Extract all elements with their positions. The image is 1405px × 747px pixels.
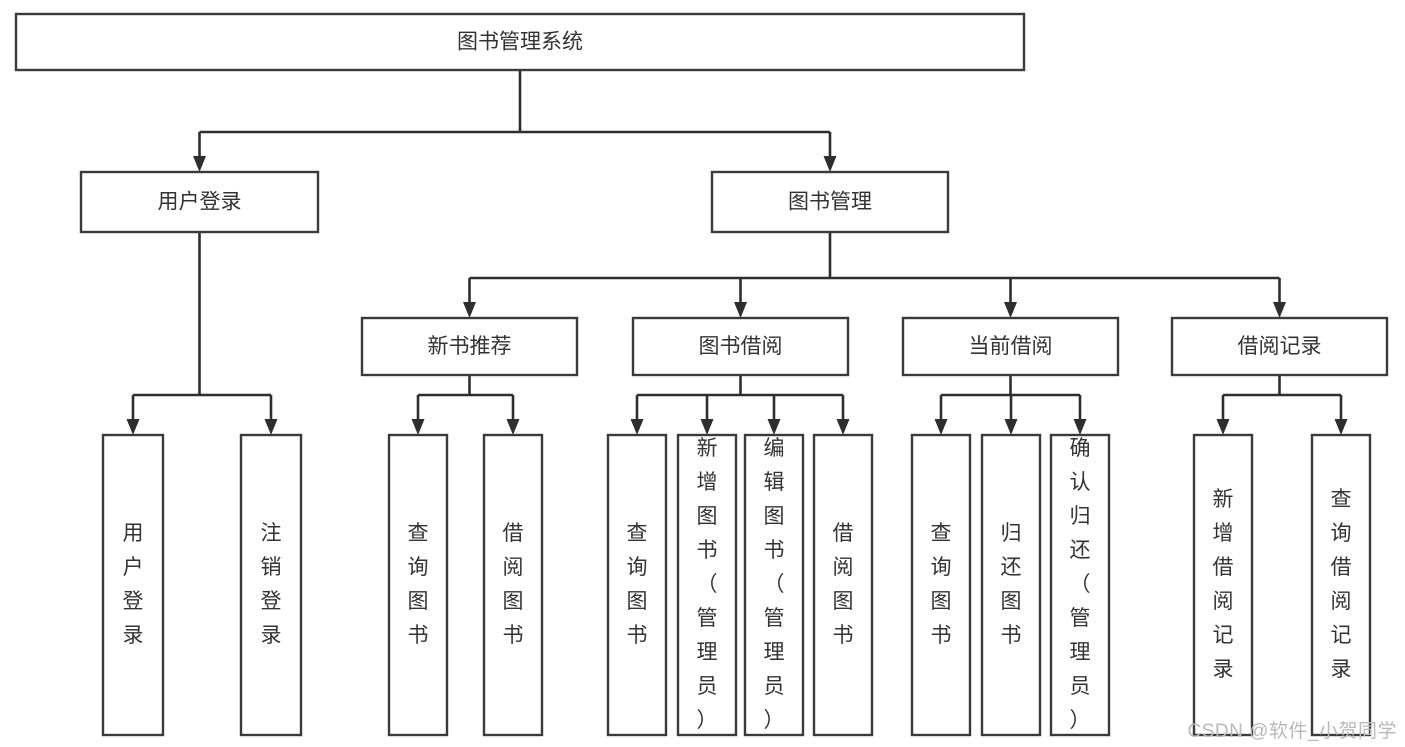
arrow-head [836, 419, 850, 435]
node-box [1192, 433, 1254, 737]
node-leaf-borrow-book-2[interactable]: 借阅图书 [812, 433, 874, 737]
node-label: 查询图书 [931, 522, 952, 647]
node-label: 用户登录 [123, 522, 144, 647]
node-leaf-borrow-book-1[interactable]: 借阅图书 [482, 433, 544, 737]
node-current-borrow[interactable]: 当前借阅 [901, 316, 1120, 377]
arrow-head [463, 302, 476, 318]
arrow-head [1004, 419, 1018, 435]
node-label: 图书借阅 [699, 335, 783, 358]
node-box [676, 433, 738, 737]
node-label: 新书推荐 [428, 335, 512, 358]
arrow-head [1004, 302, 1017, 318]
arrow-head [1273, 302, 1286, 318]
arrow-head [630, 419, 644, 435]
node-box [79, 170, 320, 234]
arrow-head [767, 419, 781, 435]
node-box [14, 12, 1026, 72]
node-box [1310, 433, 1372, 737]
node-box [743, 433, 805, 737]
node-label: 用户登录 [158, 191, 242, 214]
node-label: 当前借阅 [969, 335, 1053, 358]
node-label: 图书管理系统 [457, 31, 583, 54]
node-label: 新增图书（管理员） [697, 437, 718, 732]
node-label: 编辑图书（管理员） [764, 437, 785, 732]
arrow-head [193, 156, 206, 172]
node-leaf-query-book-1[interactable]: 查询图书 [387, 433, 449, 737]
arrow-head [734, 302, 747, 318]
node-user-login[interactable]: 用户登录 [79, 170, 320, 234]
node-label: 借阅记录 [1238, 335, 1322, 358]
node-leaf-confirm-return[interactable]: 确认归还（管理员） [1049, 433, 1111, 737]
edge-group-book-management [463, 232, 1286, 318]
arrow-head [1073, 419, 1087, 435]
arrow-head [126, 419, 140, 435]
node-label: 图书管理 [788, 191, 872, 214]
arrow-head [934, 419, 948, 435]
node-box [387, 433, 449, 737]
arrow-head [264, 419, 278, 435]
node-leaf-add-book[interactable]: 新增图书（管理员） [676, 433, 738, 737]
node-leaf-add-record[interactable]: 新增借阅记录 [1192, 433, 1254, 737]
arrow-head [700, 419, 714, 435]
node-box [910, 433, 972, 737]
node-box [606, 433, 668, 737]
node-leaf-logout-login[interactable]: 注销登录 [239, 433, 303, 737]
node-box [980, 433, 1042, 737]
node-box [901, 316, 1120, 377]
node-box [710, 170, 950, 234]
node-label: 归还图书 [1001, 522, 1022, 647]
node-box [360, 316, 579, 377]
edge-group-user-login [126, 232, 278, 435]
node-leaf-return-book[interactable]: 归还图书 [980, 433, 1042, 737]
node-leaf-query-book-3[interactable]: 查询图书 [910, 433, 972, 737]
edge-group-borrow-record [1216, 375, 1348, 435]
connectors-layer [126, 70, 1348, 435]
node-box [101, 433, 165, 737]
node-borrow-record[interactable]: 借阅记录 [1170, 316, 1389, 377]
edge-group-new-book-recommend [411, 375, 520, 435]
arrow-head [1334, 419, 1348, 435]
node-book-management[interactable]: 图书管理 [710, 170, 950, 234]
node-root[interactable]: 图书管理系统 [14, 12, 1026, 72]
node-leaf-user-login[interactable]: 用户登录 [101, 433, 165, 737]
node-box [1170, 316, 1389, 377]
node-box [482, 433, 544, 737]
node-label: 借阅图书 [503, 522, 524, 647]
arrow-head [506, 419, 520, 435]
nodes-layer: 图书管理系统用户登录图书管理新书推荐图书借阅当前借阅借阅记录用户登录注销登录查询… [14, 12, 1389, 737]
watermark-label: CSDN @软件_小贺同学 [1187, 721, 1397, 742]
node-label: 确认归还（管理员） [1070, 437, 1091, 732]
edge-group-current-borrow [934, 375, 1087, 435]
arrow-head [823, 156, 837, 172]
node-book-borrow[interactable]: 图书借阅 [631, 316, 850, 377]
node-box [631, 316, 850, 377]
node-label: 查询图书 [627, 522, 648, 647]
node-label: 查询借阅记录 [1331, 488, 1352, 681]
node-leaf-query-record[interactable]: 查询借阅记录 [1310, 433, 1372, 737]
node-label: 借阅图书 [833, 522, 854, 647]
arrow-head [411, 419, 425, 435]
node-new-book-recommend[interactable]: 新书推荐 [360, 316, 579, 377]
node-box [1049, 433, 1111, 737]
edge-group-root [193, 70, 837, 172]
node-box [812, 433, 874, 737]
node-leaf-edit-book[interactable]: 编辑图书（管理员） [743, 433, 805, 737]
edge-group-book-borrow [630, 375, 850, 435]
node-box [239, 433, 303, 737]
node-leaf-query-book-2[interactable]: 查询图书 [606, 433, 668, 737]
arrow-head [1216, 419, 1230, 435]
node-label: 新增借阅记录 [1213, 488, 1234, 681]
node-label: 查询图书 [408, 522, 429, 647]
node-label: 注销登录 [261, 522, 282, 647]
